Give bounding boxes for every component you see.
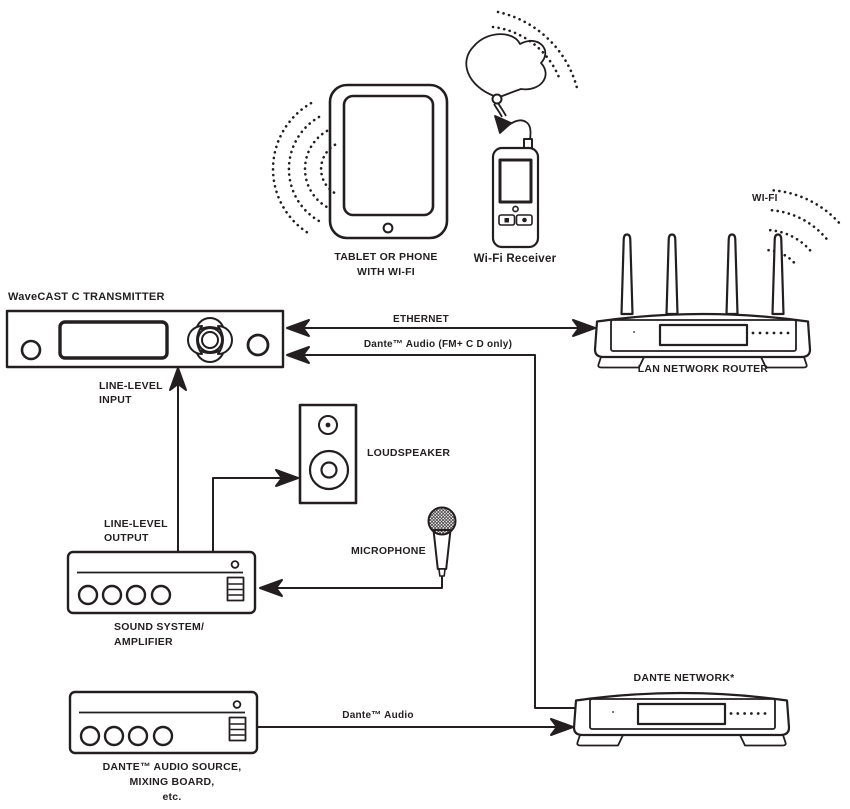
- line-level-input-connection: [169, 367, 187, 552]
- router-wifi-waves-icon: [767, 189, 843, 266]
- wifi-receiver-figure: [491, 138, 540, 249]
- loudspeaker-figure: [298, 403, 358, 505]
- wifi-receiver-label: Wi-Fi Receiver: [473, 253, 557, 265]
- transmitter-figure: [5, 309, 285, 369]
- microphone-connection: [259, 570, 443, 597]
- dante-audio-label: Dante™ Audio: [342, 710, 414, 721]
- speaker-connection: [212, 469, 299, 552]
- mixer-label: DANTE™ AUDIO SOURCE, MIXING BOARD, etc.: [102, 761, 242, 804]
- ethernet-connection: [286, 319, 596, 337]
- dante-network-label: DANTE NETWORK*: [633, 672, 735, 684]
- dante-fm-connection: [286, 346, 576, 709]
- transmitter-title: WaveCAST C TRANSMITTER: [8, 291, 165, 303]
- tablet-label: TABLET OR PHONE WITH WI-FI: [334, 251, 438, 278]
- amplifier-figure: [66, 550, 257, 615]
- line-level-input-label: LINE-LEVEL INPUT: [99, 380, 163, 407]
- router-label: LAN NETWORK ROUTER: [637, 363, 769, 375]
- router-figure: [593, 233, 812, 369]
- router-antennas: [620, 233, 785, 316]
- tablet-figure: [328, 83, 449, 240]
- ethernet-label: ETHERNET: [393, 314, 449, 325]
- loudspeaker-label: LOUDSPEAKER: [367, 447, 451, 459]
- microphone-figure: [427, 506, 457, 577]
- receiver-neckloop: [465, 33, 547, 141]
- router-wifi-label: WI-FI: [752, 193, 778, 204]
- microphone-label: MICROPHONE: [351, 545, 426, 557]
- dante-fm-label: Dante™ Audio (FM+ C D only): [363, 339, 513, 350]
- line-level-output-label: LINE-LEVEL OUTPUT: [104, 518, 168, 545]
- tablet-wifi-waves-icon: [271, 101, 337, 237]
- mixer-figure: [68, 690, 259, 755]
- dante-audio-connection: [257, 718, 574, 736]
- dpad-icon: [187, 317, 233, 363]
- receiver-wifi-waves-icon: [491, 10, 579, 90]
- dante-network-figure: [572, 691, 791, 747]
- amplifier-label: SOUND SYSTEM/ AMPLIFIER: [114, 621, 205, 648]
